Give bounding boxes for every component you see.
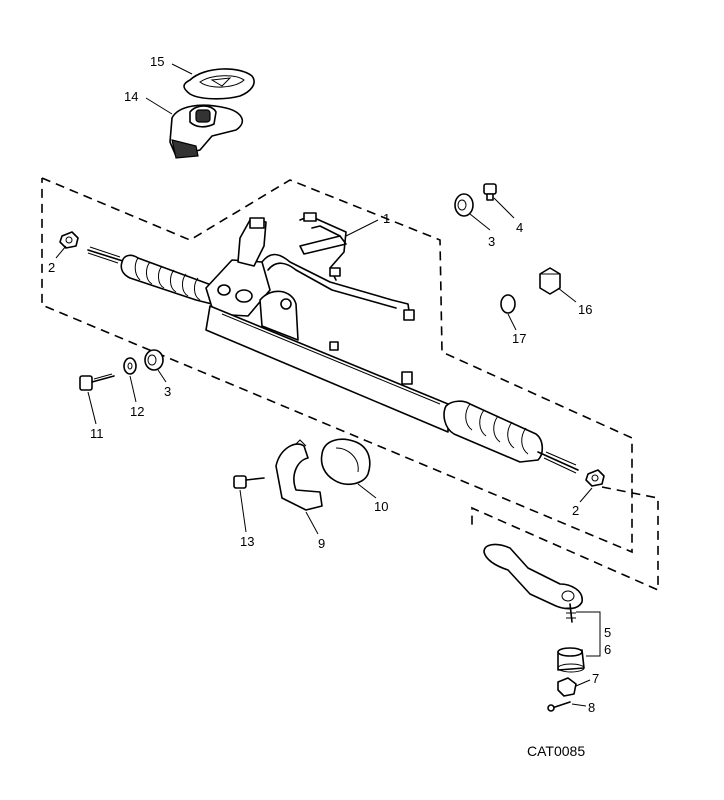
callout-labels: 1 2 2 3 3 4 5 6 7 8 9 10 11 12 13 14 15 … [48,54,611,715]
callout-8: 8 [588,700,595,715]
callout-3-lower: 3 [164,384,171,399]
right-gaiter [443,400,544,463]
pinion-housing [205,217,271,317]
callout-3-top: 3 [488,234,495,249]
callout-6: 6 [604,642,611,657]
part-16-nut [539,267,561,295]
assembly-boundary [41,177,633,554]
part-2-right-nut [585,469,605,487]
hydraulic-pipes [261,212,415,321]
callout-14: 14 [124,89,138,104]
part-4-bolt [483,183,497,201]
part-17-o-ring [500,294,516,314]
part-15-grommet [183,68,255,100]
callout-11: 11 [90,426,104,441]
callout-15: 15 [150,54,164,69]
part-11-bolt [79,373,115,391]
callout-1: 1 [383,211,390,226]
callout-9: 9 [318,536,325,551]
leader-lines [55,63,601,707]
rack-tube [205,290,449,433]
part-12-washer [123,357,137,375]
catalog-code: CAT0085 [527,743,585,759]
callout-2-right: 2 [572,503,579,518]
part-13-bolt [233,475,265,489]
part-2-left-nut [59,231,79,249]
right-tie-rod [537,451,579,474]
callout-7: 7 [592,671,599,686]
tie-rod-end [483,543,583,623]
part-10-bush [320,438,371,486]
callout-5: 5 [604,625,611,640]
part-8-split-pin [547,701,571,712]
callout-17: 17 [512,331,526,346]
part-7-nut [557,677,577,697]
callout-2-left: 2 [48,260,55,275]
tie-rod-boundary [471,486,659,592]
callout-12: 12 [130,404,144,419]
callout-10: 10 [374,499,388,514]
part-5-6-boot [557,647,585,673]
callout-16: 16 [578,302,592,317]
callout-13: 13 [240,534,254,549]
left-tie-rod [87,246,127,264]
part-3-top-bush [454,193,474,217]
left-gaiter [120,254,219,305]
part-9-clamp [275,439,323,511]
part-14-bracket [169,104,244,159]
callout-4: 4 [516,220,523,235]
part-3-lower-bush [144,349,164,371]
